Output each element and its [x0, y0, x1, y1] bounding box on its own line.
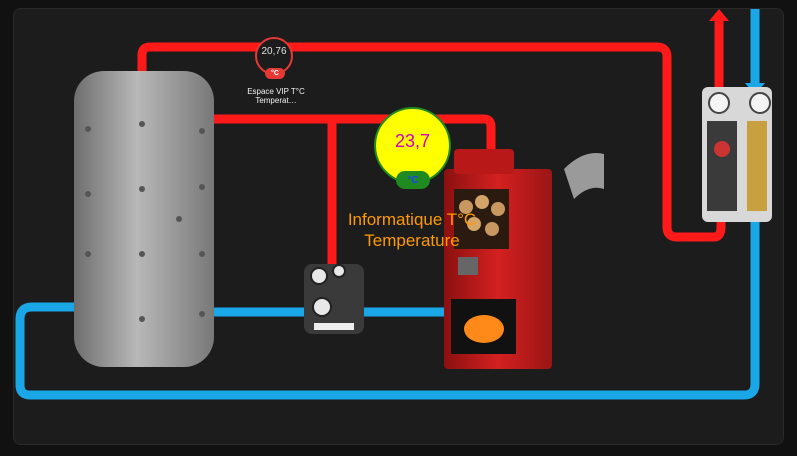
espace-vip-temperature-value: 20,76 [261, 45, 287, 57]
espace-vip-unit-badge: °C [265, 68, 285, 79]
pump-group [702, 87, 772, 222]
espace-vip-label: Espace VIP T°C Temperat… [247, 87, 305, 105]
informatique-temperature-value: 23,7 [394, 131, 431, 151]
wood-boiler [444, 149, 604, 369]
heating-diagram [15, 9, 772, 400]
mixing-valve [304, 264, 364, 334]
cold-return-pipe [15, 219, 760, 400]
arrow-up-icon [709, 9, 729, 21]
hot-loop-pipe [137, 42, 726, 242]
informatique-label: Informatique T°C Temperature [347, 210, 477, 250]
heating-card: 20,76 °C Espace VIP T°C Temperat… 23,7 °… [13, 8, 784, 445]
hot-boiler-pipe [214, 114, 496, 159]
informatique-unit-badge: °C [396, 171, 430, 189]
buffer-tank [74, 71, 214, 367]
